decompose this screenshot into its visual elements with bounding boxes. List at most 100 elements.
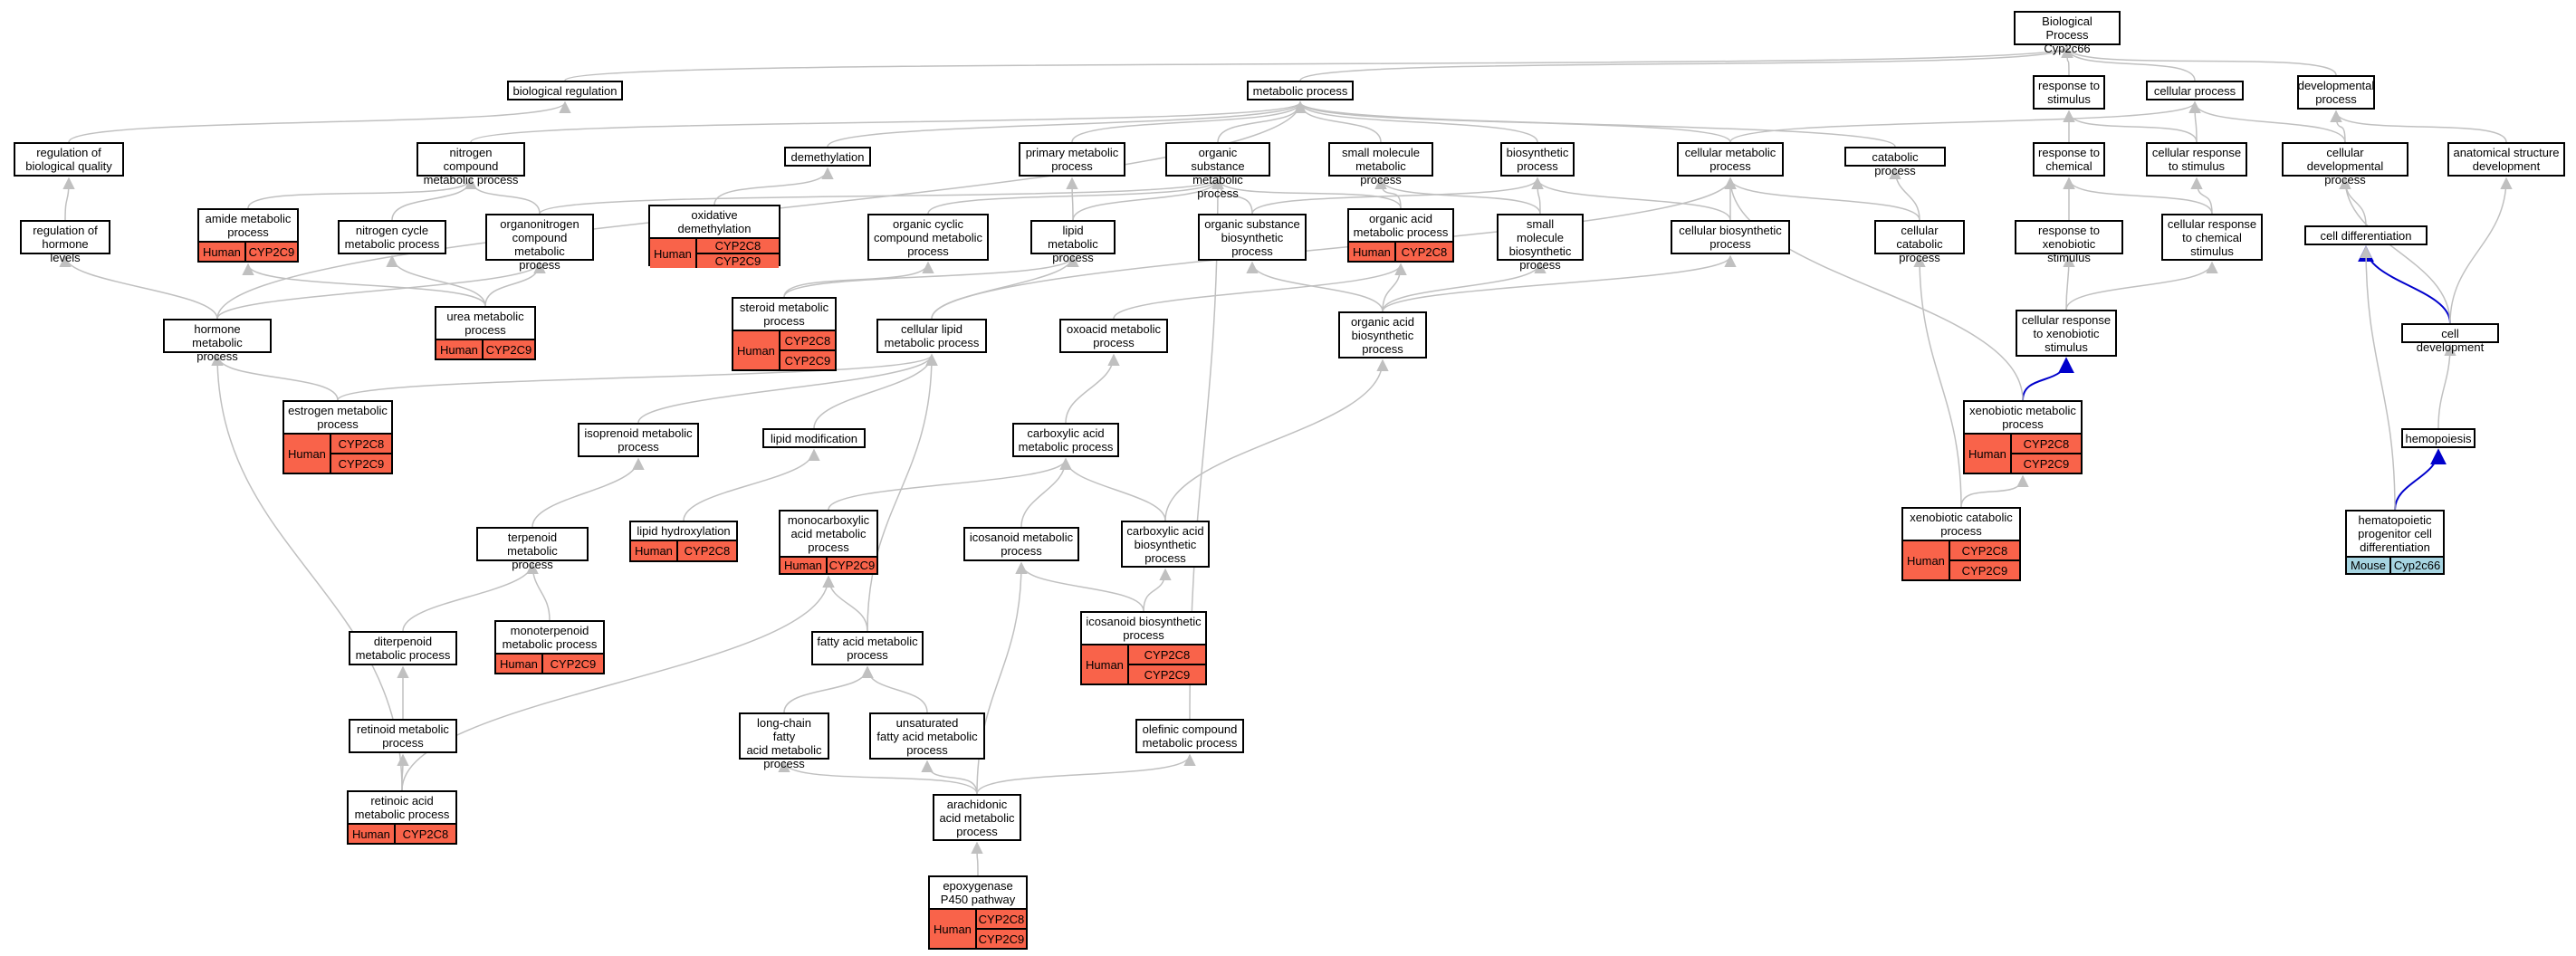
node-unsaturated-fatty-acid-metabolic-process[interactable]: unsaturated fatty acid metabolic process [869, 712, 985, 760]
node-organic-substance-metabolic-process[interactable]: organic substance metabolic process [1165, 142, 1270, 200]
species-label: Human [349, 825, 396, 843]
node-lipid-metabolic-process[interactable]: lipid metabolic process [1030, 220, 1116, 264]
edge-icosanoid_biosynthetic_process-to-carboxylic_acid_biosynthetic_process [1143, 568, 1172, 612]
edge-cellular_response_to_xenobiotic_stimulus-to-response_to_xenobiotic_stimulus [2063, 254, 2075, 311]
gene-label: CYP2C8 [402, 827, 449, 841]
edge-retinoic_acid_metabolic_process-to-monocarboxylic_acid_metabolic_process [401, 575, 835, 791]
node-cellular-lipid-metabolic-process[interactable]: cellular lipid metabolic process [876, 319, 987, 353]
node-label: hematopoietic progenitor cell differenti… [2347, 511, 2443, 558]
node-diterpenoid-metabolic-process[interactable]: diterpenoid metabolic process [349, 631, 457, 665]
node-regulation-of-hormone-levels[interactable]: regulation of hormone levels [20, 220, 110, 264]
edge-xenobiotic_catabolic_process-to-xenobiotic_metabolic_process [1960, 474, 2029, 508]
node-response-to-stimulus[interactable]: response to stimulus [2033, 75, 2105, 110]
node-regulation-of-biological-quality[interactable]: regulation of biological quality [14, 142, 124, 177]
node-cellular-biosynthetic-process[interactable]: cellular biosynthetic process [1671, 220, 1790, 254]
node-cellular-process[interactable]: cellular process [2146, 81, 2244, 100]
species-label: Human [1965, 435, 2012, 473]
node-retinoid-metabolic-process[interactable]: retinoid metabolic process [349, 719, 457, 753]
node-isoprenoid-metabolic-process[interactable]: isoprenoid metabolic process [578, 423, 699, 457]
node-label: nitrogen cycle metabolic process [344, 224, 440, 251]
node-metabolic-process[interactable]: metabolic process [1247, 81, 1354, 100]
edge-urea_metabolic_process-to-nitrogen_cycle_metabolic_process [386, 254, 486, 307]
node-oxoacid-metabolic-process[interactable]: oxoacid metabolic process [1059, 319, 1168, 353]
node-response-to-chemical[interactable]: response to chemical [2033, 142, 2105, 177]
edge-unsaturated_fatty_acid_metabolic_process-to-fatty_acid_metabolic_process [861, 665, 928, 713]
node-cellular-response-to-chemical-stimulus[interactable]: cellular response to chemical stimulus [2161, 214, 2263, 261]
species-label: Human [631, 541, 678, 560]
node-carboxylic-acid-metabolic-process[interactable]: carboxylic acid metabolic process [1012, 423, 1119, 457]
gene-label: CYP2C8 [1961, 543, 2008, 558]
node-label: Biological Process Cyp2c66 [2042, 14, 2092, 55]
node-cellular-developmental-process[interactable]: cellular developmental process [2282, 142, 2408, 186]
node-organonitrogen-compound-metabolic-process[interactable]: organonitrogen compound metabolic proces… [485, 214, 594, 272]
edge-organic_substance_metabolic_process-to-metabolic_process [1217, 100, 1307, 143]
edge-cellular_lipid_metabolic_process-to-cellular_metabolic_process [931, 177, 1737, 320]
node-label: metabolic process [1252, 84, 1348, 98]
node-biological-regulation[interactable]: biological regulation [507, 81, 623, 100]
edge-hematopoietic_progenitor_cell_differentiation-to-cell_differentiation [2360, 245, 2396, 511]
node-label: unsaturated fatty acid metabolic process [876, 716, 978, 757]
node-lipid-modification[interactable]: lipid modification [762, 428, 866, 448]
node-hormone-metabolic-process[interactable]: hormone metabolic process [163, 319, 272, 363]
gene-label: CYP2C9 [1128, 664, 1205, 684]
node-cellular-catabolic-process[interactable]: cellular catabolic process [1874, 220, 1965, 264]
species-label: Human [436, 340, 484, 358]
node-primary-metabolic-process[interactable]: primary metabolic process [1019, 142, 1125, 177]
node-small-molecule-biosynthetic-process[interactable]: small molecule biosynthetic process [1497, 214, 1584, 272]
node-arachidonic-acid-metabolic-process[interactable]: arachidonic acid metabolic process [933, 794, 1021, 841]
node-carboxylic-acid-biosynthetic-process[interactable]: carboxylic acid biosynthetic process [1121, 521, 1210, 568]
node-label: organic cyclic compound metabolic proces… [874, 217, 982, 258]
node-organic-acid-biosynthetic-process[interactable]: organic acid biosynthetic process [1338, 311, 1427, 358]
node-terpenoid-metabolic-process[interactable]: terpenoid metabolic process [476, 527, 589, 571]
node-nitrogen-compound-metabolic-process[interactable]: nitrogen compound metabolic process [417, 142, 525, 186]
node-cell-development[interactable]: cell development [2401, 323, 2499, 354]
node-cellular-response-to-stimulus[interactable]: cellular response to stimulus [2146, 142, 2247, 177]
node-catabolic-process[interactable]: catabolic process [1844, 147, 1946, 177]
edge-organic_acid_biosynthetic_process-to-cellular_biosynthetic_process [1382, 254, 1737, 312]
node-olefinic-compound-metabolic-process[interactable]: olefinic compound metabolic process [1135, 719, 1244, 753]
node-fatty-acid-metabolic-process[interactable]: fatty acid metabolic process [811, 631, 924, 665]
edge-regulation_of_hormone_levels-to-regulation_of_biological_quality [62, 177, 75, 221]
node-response-to-xenobiotic-stimulus[interactable]: response to xenobiotic stimulus [2015, 220, 2123, 264]
node-long-chain-fatty-acid-metabolic-process[interactable]: long-chain fatty acid metabolic process [739, 712, 829, 770]
node-hematopoietic-progenitor-cell-differentiation[interactable]: hematopoietic progenitor cell differenti… [2345, 510, 2445, 575]
node-nitrogen-cycle-metabolic-process[interactable]: nitrogen cycle metabolic process [338, 220, 446, 254]
edge-terpenoid_metabolic_process-to-isoprenoid_metabolic_process [531, 457, 645, 528]
node-biosynthetic-process[interactable]: biosynthetic process [1500, 142, 1575, 177]
edge-carboxylic_acid_biosynthetic_process-to-organic_acid_biosynthetic_process [1164, 358, 1389, 521]
node-cellular-response-to-xenobiotic-stimulus[interactable]: cellular response to xenobiotic stimulus [2016, 310, 2117, 357]
node-icosanoid-metabolic-process[interactable]: icosanoid metabolic process [963, 527, 1079, 561]
node-organic-cyclic-compound-metabolic-process[interactable]: organic cyclic compound metabolic proces… [867, 214, 989, 261]
edge-urea_metabolic_process-to-organonitrogen_compound_metabolic_process [484, 261, 546, 307]
node-anatomical-structure-development[interactable]: anatomical structure development [2447, 142, 2565, 177]
edge-retinoic_acid_metabolic_process-to-hormone_metabolic_process [211, 353, 403, 791]
node-small-molecule-metabolic-process[interactable]: small molecule metabolic process [1328, 142, 1433, 186]
edge-hematopoietic_progenitor_cell_differentiation-to-hemopoiesis [2394, 448, 2447, 511]
edge-amide_metabolic_process-to-nitrogen_compound_metabolic_process [247, 177, 477, 209]
node-cellular-metabolic-process[interactable]: cellular metabolic process [1677, 142, 1784, 177]
edge-fatty_acid_metabolic_process-to-cellular_lipid_metabolic_process [867, 353, 938, 632]
node-organic-substance-biosynthetic-process[interactable]: organic substance biosynthetic process [1198, 214, 1307, 261]
node-hemopoiesis[interactable]: hemopoiesis [2401, 428, 2475, 448]
node-developmental-process[interactable]: developmental process [2297, 75, 2375, 110]
edge-estrogen_metabolic_process-to-cellular_lipid_metabolic_process [337, 353, 938, 401]
node-root[interactable]: Biological Process Cyp2c66 [2014, 11, 2121, 55]
node-cell-differentiation[interactable]: cell differentiation [2304, 225, 2428, 245]
node-demethylation[interactable]: demethylation [784, 147, 871, 167]
